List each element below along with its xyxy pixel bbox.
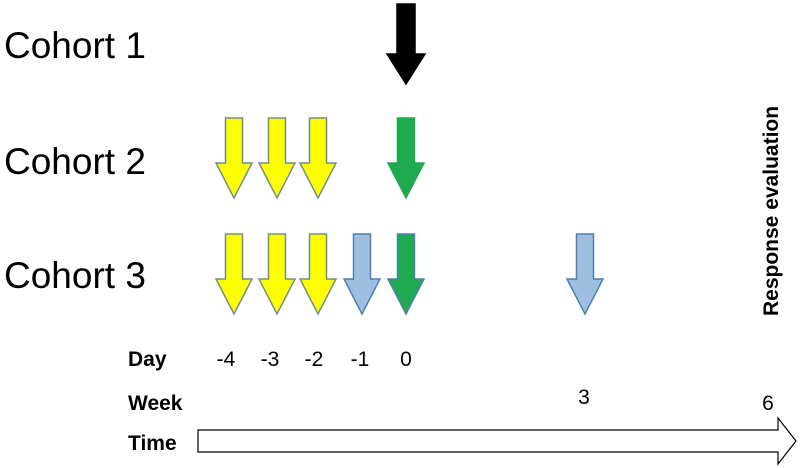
dose-arrow-yellow xyxy=(298,233,338,316)
dose-arrow-green-blue xyxy=(386,233,426,316)
cohort-2-label: Cohort 2 xyxy=(4,141,146,182)
day-tick: 0 xyxy=(400,348,412,371)
day-tick: -3 xyxy=(261,348,280,371)
dose-arrow-blue xyxy=(565,233,605,316)
dose-arrow-yellow xyxy=(257,117,297,200)
week-row-label: Week xyxy=(128,392,183,415)
dose-arrow-green xyxy=(386,117,426,200)
dose-arrow-yellow xyxy=(298,117,338,200)
dose-arrow-yellow xyxy=(214,233,254,316)
response-evaluation-label: Response evaluation xyxy=(760,106,783,316)
cohort-3-label: Cohort 3 xyxy=(4,255,146,296)
time-arrow xyxy=(197,416,797,466)
day-tick: -4 xyxy=(217,348,236,371)
dose-arrows xyxy=(214,3,605,316)
week-tick: 3 xyxy=(578,386,590,409)
dose-arrow-blue xyxy=(342,233,382,316)
dose-arrow-black xyxy=(385,3,427,86)
week-tick: 6 xyxy=(762,392,774,415)
time-row-label: Time xyxy=(128,432,177,455)
dose-arrow-yellow xyxy=(214,117,254,200)
cohort-1-label: Cohort 1 xyxy=(4,25,146,66)
dose-arrow-yellow xyxy=(257,233,297,316)
day-row-label: Day xyxy=(128,348,167,371)
day-tick: -2 xyxy=(305,348,324,371)
day-tick: -1 xyxy=(351,348,370,371)
